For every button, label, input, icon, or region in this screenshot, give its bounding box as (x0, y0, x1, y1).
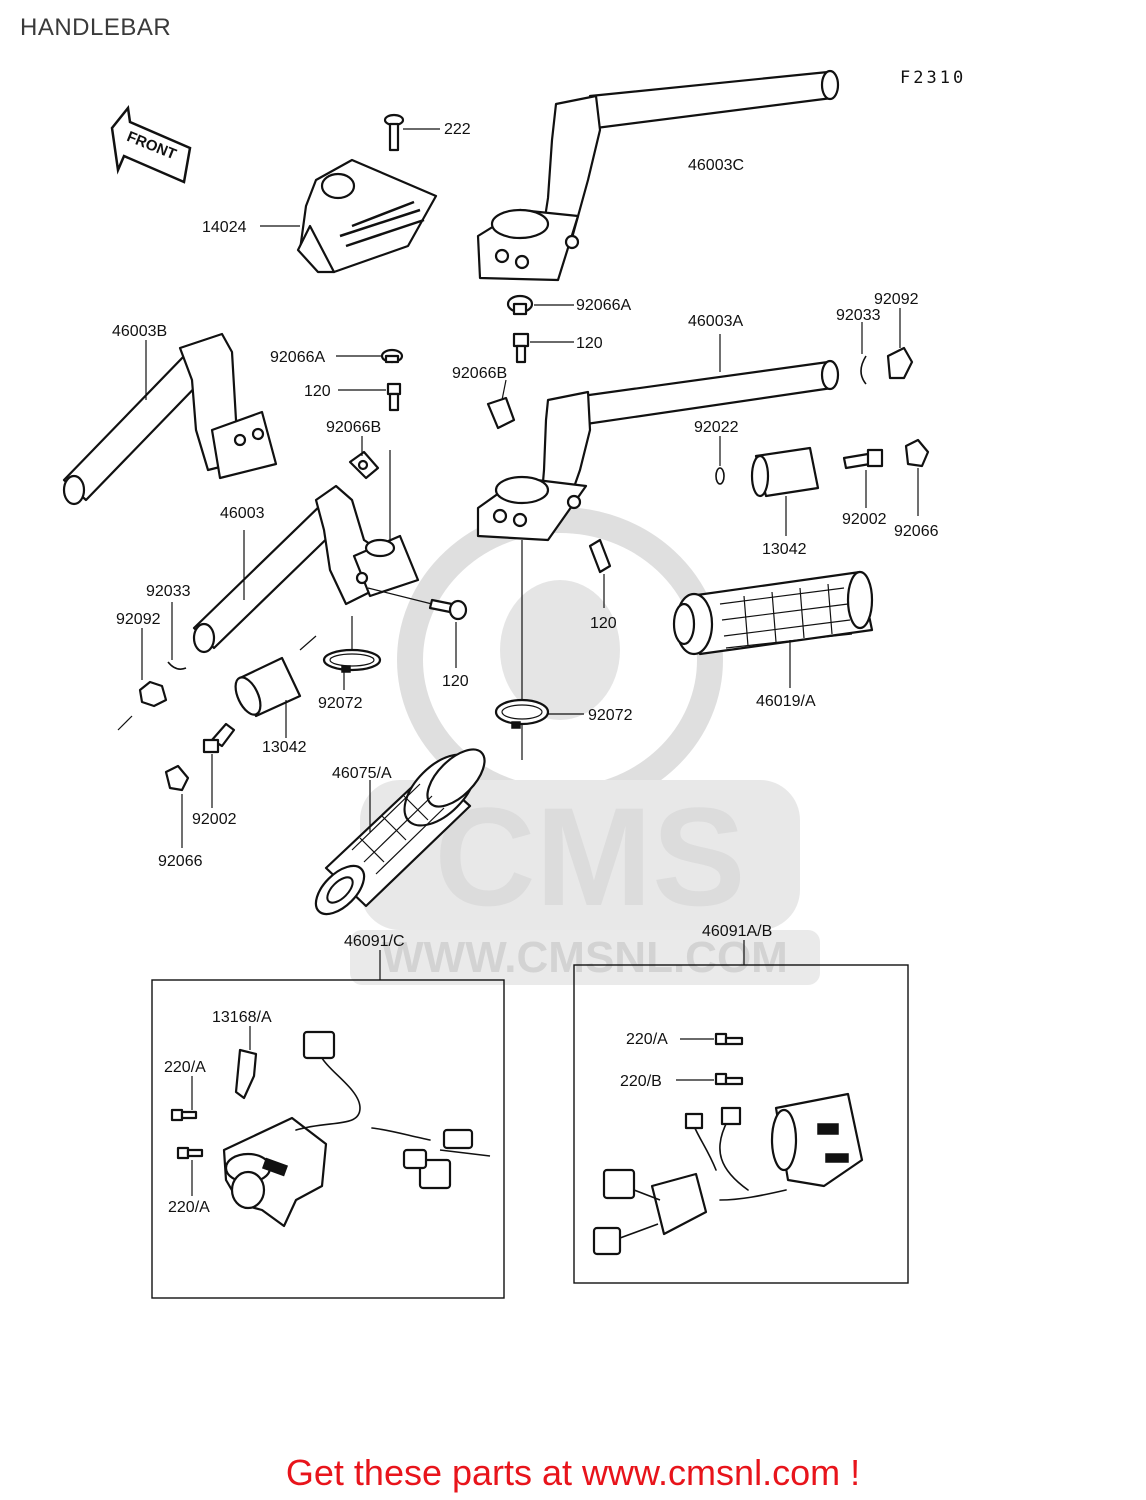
circlip-92033-left-icon (167, 661, 187, 670)
part-label: 92066A (270, 349, 325, 366)
weight-nut-92092-icon (886, 346, 914, 380)
bolt-92002-icon (842, 448, 884, 470)
part-label: 92092 (116, 611, 161, 628)
part-label: 92066B (326, 419, 381, 436)
clip-13168a-icon (234, 1048, 258, 1100)
part-label: 46003A (688, 313, 743, 330)
part-label: 92066 (894, 523, 939, 540)
part-label: 46003C (688, 157, 744, 174)
part-label: 46091A/B (702, 923, 772, 940)
watermark-url-text: WWW.CMSNL.COM (382, 933, 788, 982)
grip-46075a-icon (314, 748, 486, 916)
part-label: 92072 (588, 707, 633, 724)
page-title: HANDLEBAR (20, 14, 172, 41)
part-label: 46019/A (756, 693, 816, 710)
grip-46019a-icon (672, 570, 874, 656)
part-label: 92092 (874, 291, 919, 308)
handlebar-46003c-icon (476, 69, 840, 282)
part-label: 92066 (158, 853, 203, 870)
cap-92066a-icon (506, 294, 534, 316)
cap-92066b-icon (486, 396, 516, 430)
part-label: 220/A (626, 1031, 668, 1048)
part-label: 220/A (164, 1059, 206, 1076)
weight-13042-icon (750, 446, 820, 498)
screw-222-icon (383, 113, 405, 152)
part-label: 120 (304, 383, 331, 400)
switch-46091ab-frame (573, 964, 909, 1284)
figure-code: F2310 (900, 68, 967, 88)
part-label: 220/B (620, 1073, 662, 1090)
part-label: 92033 (836, 307, 881, 324)
part-label: 120 (442, 673, 469, 690)
part-label: 120 (576, 335, 603, 352)
part-label: 46003 (220, 505, 265, 522)
screw-220b-icon (714, 1072, 744, 1086)
handlebar-46003b-icon (62, 332, 278, 506)
part-label: 92022 (694, 419, 739, 436)
watermark-mascot-face-icon (500, 580, 620, 720)
front-arrow-icon: FRONT (110, 104, 192, 184)
part-label: 92033 (146, 583, 191, 600)
part-label: 46091/C (344, 933, 405, 950)
part-label: 92002 (842, 511, 887, 528)
screw-220a-3-icon (714, 1032, 744, 1046)
clamp-92072-right-icon (494, 698, 550, 729)
part-label: 92002 (192, 811, 237, 828)
cap-92066a-left-icon (380, 348, 404, 364)
switch-46091ab-icon (592, 1092, 864, 1256)
part-label: 92066B (452, 365, 507, 382)
handlebar-46003a-icon (476, 359, 840, 542)
handlebar-46003-icon (192, 484, 420, 654)
screw-220a-1-icon (170, 1108, 198, 1122)
part-label: 220/A (168, 1199, 210, 1216)
watermark-url-plate (350, 930, 820, 985)
part-label: 13168/A (212, 1009, 272, 1026)
washer-92022-icon (715, 467, 725, 485)
clamp-92072-left-icon (322, 648, 382, 673)
screw-220a-2-icon (176, 1146, 204, 1160)
weight-13042-left-icon (234, 656, 302, 718)
bolt-120-icon (512, 332, 530, 364)
part-label: 46075/A (332, 765, 392, 782)
nut-92066-left-icon (164, 764, 190, 792)
cover-14024-icon (296, 158, 438, 274)
bolt-120-lower-icon (588, 538, 612, 574)
watermark-logo-text: CMS (434, 778, 745, 935)
nut-92066-icon (904, 438, 930, 468)
bolt-92002-left-icon (202, 722, 236, 754)
part-label: 120 (590, 615, 617, 632)
part-label: 46003B (112, 323, 167, 340)
bolt-120-mid-icon (428, 598, 468, 621)
circlip-92033-icon (860, 355, 867, 385)
part-label: 13042 (762, 541, 807, 558)
part-label: 222 (444, 121, 471, 138)
footer-link[interactable]: Get these parts at www.cmsnl.com ! (285, 1452, 861, 1493)
switch-46091c-icon (222, 1030, 491, 1228)
weight-nut-92092-left-icon (138, 680, 168, 708)
part-number-labels: 222 46003C 14024 92066A 92092 46003A 920… (112, 121, 939, 1216)
watermark-logo-plate (360, 780, 800, 930)
cap-92066b-left-icon (348, 450, 380, 480)
switch-46091c-frame (151, 979, 505, 1299)
part-label: 14024 (202, 219, 247, 236)
part-label: 92066A (576, 297, 631, 314)
part-label: 13042 (262, 739, 307, 756)
part-label: 92072 (318, 695, 363, 712)
bolt-120-left-icon (386, 382, 402, 412)
